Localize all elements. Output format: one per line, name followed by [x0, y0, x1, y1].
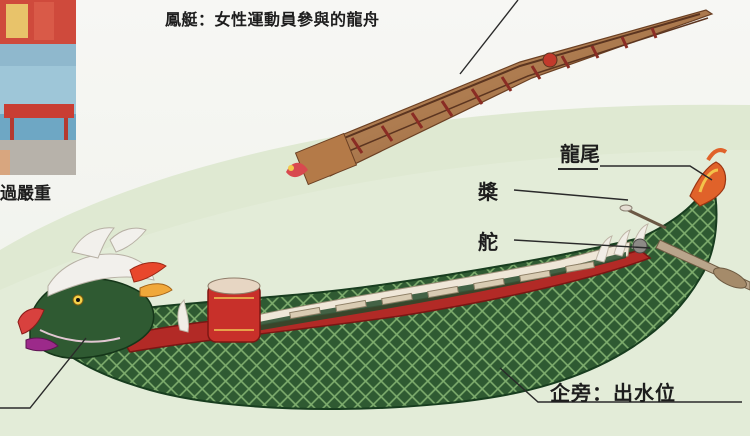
standing-position-label: 企旁：出水位 — [550, 381, 676, 405]
phoenix-leader — [459, 0, 519, 75]
drum-icon — [207, 277, 261, 343]
standing-leader — [499, 367, 742, 403]
phoenix-boat-label: 鳳艇：女性運動員參與的龍舟 — [165, 10, 380, 29]
dragon-boat — [17, 148, 750, 410]
oar-leader — [513, 189, 629, 201]
partial-caption: 過嚴重 — [0, 184, 51, 204]
dragon-tail-icon — [689, 148, 728, 207]
seats — [289, 261, 595, 320]
oar-icon — [619, 204, 667, 230]
head-leader — [0, 337, 87, 409]
dragon-head-icon — [17, 227, 173, 359]
dragon-tail-underline — [558, 168, 598, 170]
oar-label: 槳 — [478, 180, 498, 204]
rudder-leader — [513, 239, 651, 249]
photo-crop — [0, 0, 76, 175]
rudder-icon — [632, 238, 750, 291]
tail-leader — [600, 165, 713, 181]
rudder-label: 舵 — [478, 230, 498, 254]
phoenix-boat-icon — [286, 9, 714, 186]
dragon-tail-label: 龍尾 — [560, 142, 600, 166]
leader-lines — [0, 0, 742, 409]
